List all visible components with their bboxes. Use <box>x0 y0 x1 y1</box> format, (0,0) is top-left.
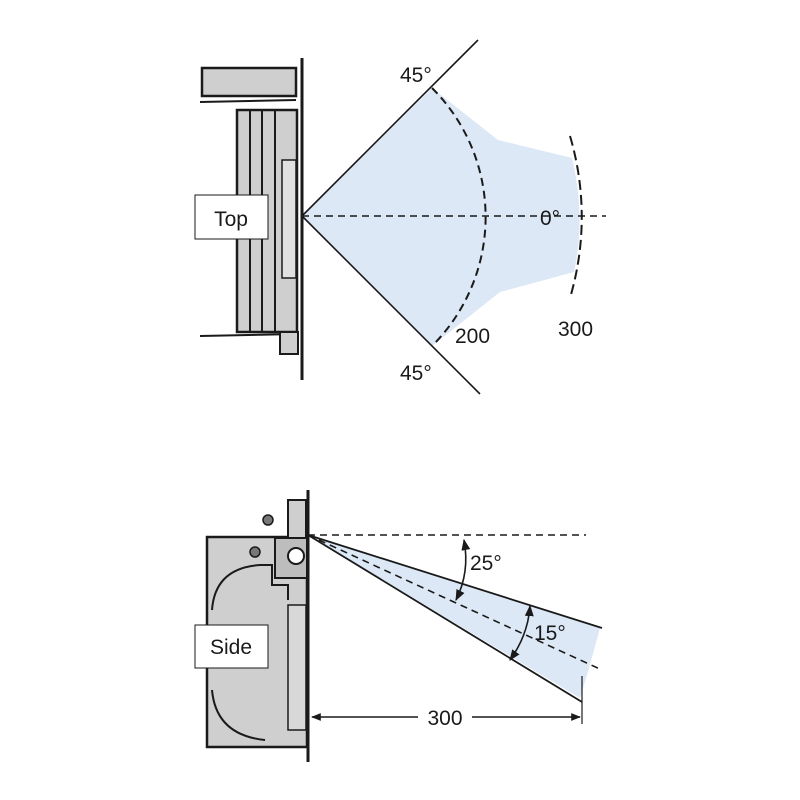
top-angle-center: 0° <box>540 207 560 230</box>
top-angle-upper: 45° <box>400 64 432 87</box>
top-arc-300 <box>569 135 583 299</box>
side-label-box <box>194 624 269 669</box>
top-detection-area <box>302 88 580 346</box>
side-angle-15: 15° <box>534 622 566 645</box>
side-beam-upper-line <box>307 534 603 629</box>
top-view: Top 45° 45° 0° 200 300 <box>194 39 606 395</box>
side-detection-area <box>308 535 600 698</box>
side-arc-15 <box>509 604 534 661</box>
side-beam-lower-line <box>307 534 583 703</box>
top-distance-300: 300 <box>558 318 593 341</box>
top-label-box <box>194 194 269 240</box>
top-arc-200 <box>431 87 487 347</box>
side-device <box>205 499 309 749</box>
side-view: 300 25° 15° Side <box>194 490 603 762</box>
top-distance-200: 200 <box>455 325 490 348</box>
side-label: Side <box>210 636 252 659</box>
top-label: Top <box>214 208 248 231</box>
side-distance-300: 300 <box>427 707 462 730</box>
side-angle-25: 25° <box>470 552 502 575</box>
side-dimension-label-bg <box>418 704 472 730</box>
side-arc-25 <box>455 538 471 602</box>
top-45-upper-line <box>301 39 479 217</box>
top-45-lower-line <box>301 215 481 395</box>
side-beam-center-axis <box>307 534 603 671</box>
top-angle-lower: 45° <box>400 362 432 385</box>
